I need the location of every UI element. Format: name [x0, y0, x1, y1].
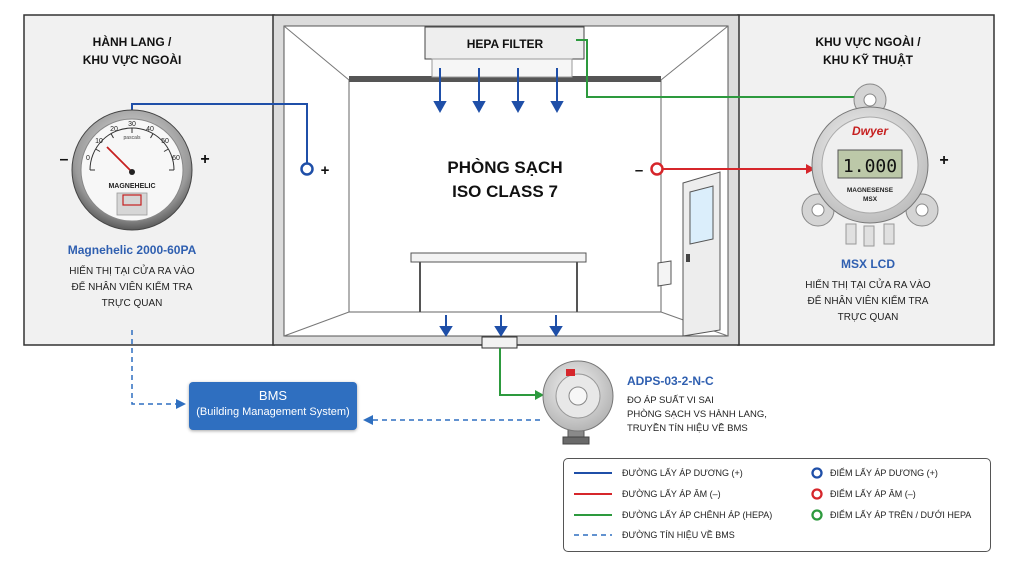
airflow-arrows-bottom	[439, 315, 563, 337]
magnehelic-desc-2: ĐỂ NHÂN VIÊN KIỂM TRA	[72, 280, 193, 293]
magnehelic-desc-3: TRỰC QUAN	[102, 298, 163, 309]
svg-text:Dwyer: Dwyer	[852, 124, 889, 138]
msx-name: MSX LCD	[841, 257, 895, 271]
svg-text:40: 40	[146, 126, 154, 133]
perspective-line	[283, 311, 350, 337]
bms-subtitle: (Building Management System)	[196, 406, 350, 418]
door-icon	[657, 171, 721, 337]
ceiling-bar	[349, 76, 661, 82]
svg-text:20: 20	[110, 126, 118, 133]
right-area-title-2: KHU KỸ THUẬT	[823, 52, 914, 67]
legend-label-hepa-point: ĐIỂM LẤY ÁP TRÊN / DƯỚI HEPA	[830, 510, 972, 520]
hepa-pressure-line	[576, 39, 864, 98]
legend-label-hepa-line: ĐƯỜNG LẤY ÁP CHÊNH ÁP (HEPA)	[622, 510, 773, 520]
bms-box: BMS (Building Management System)	[189, 382, 357, 430]
clean-room-back-wall	[348, 79, 662, 313]
negative-line-arrow	[806, 164, 815, 174]
legend-point-negative	[811, 488, 823, 500]
svg-text:30: 30	[128, 121, 136, 128]
magnehelic-desc-1: HIỂN THỊ TẠI CỬA RA VÀO	[69, 264, 195, 277]
adps-desc-3: TRUYỀN TÍN HIỆU VỀ BMS	[627, 423, 748, 434]
legend-label-positive-point: ĐIỂM LẤY ÁP DƯƠNG (+)	[830, 468, 938, 478]
adps-device	[542, 360, 614, 445]
legend-label-negative-line: ĐƯỜNG LẤY ÁP ÂM (–)	[622, 489, 721, 499]
msx-desc-3: TRỰC QUAN	[838, 312, 899, 323]
bms-signal-line-left	[131, 330, 178, 405]
svg-text:10: 10	[95, 138, 103, 145]
legend: ĐƯỜNG LẤY ÁP DƯƠNG (+) ĐƯỜNG LẤY ÁP ÂM (…	[563, 458, 991, 552]
svg-text:50: 50	[161, 138, 169, 145]
bms-signal-arrow-right	[363, 415, 373, 425]
msx-device: Dwyer 1.000 MAGNESENSE MSX	[801, 83, 939, 247]
left-area-title-2: KHU VỰC NGOÀI	[83, 52, 182, 67]
adps-desc-2: PHÒNG SẠCH VS HÀNH LANG,	[627, 409, 767, 420]
legend-label-negative-point: ĐIỂM LẤY ÁP ÂM (–)	[830, 489, 916, 499]
adps-pressure-line	[499, 348, 540, 396]
perspective-line	[660, 25, 729, 81]
svg-text:1.000: 1.000	[843, 156, 897, 177]
magnehelic-plus: +	[200, 151, 209, 168]
msx-plus: +	[939, 152, 948, 169]
svg-text:MAGNEHELIC: MAGNEHELIC	[108, 183, 155, 190]
left-area-title-1: HÀNH LANG /	[93, 34, 172, 49]
svg-text:MSX: MSX	[863, 196, 878, 203]
room-title: PHÒNG SẠCH	[447, 158, 562, 177]
airflow-arrows-top	[433, 68, 564, 114]
svg-text:0: 0	[86, 155, 90, 162]
hepa-filter-label: HEPA FILTER	[467, 37, 544, 51]
adps-desc-1: ĐO ÁP SUẤT VI SAI	[627, 395, 714, 406]
legend-label-bms-line: ĐƯỜNG TÍN HIỆU VỀ BMS	[622, 530, 735, 540]
legend-label-positive-line: ĐƯỜNG LẤY ÁP DƯƠNG (+)	[622, 468, 743, 478]
positive-pressure-point	[300, 162, 314, 176]
bms-signal-arrow-left	[176, 399, 186, 409]
legend-symbols	[574, 467, 823, 536]
right-area-title-1: KHU VỰC NGOÀI /	[815, 34, 921, 49]
adps-name: ADPS-03-2-N-C	[627, 374, 714, 388]
svg-text:60: 60	[172, 155, 180, 162]
svg-text:pascals: pascals	[124, 135, 141, 141]
legend-point-hepa	[811, 509, 823, 521]
legend-point-positive	[811, 467, 823, 479]
room-class: ISO CLASS 7	[452, 182, 558, 201]
msx-desc-2: ĐỂ NHÂN VIÊN KIỂM TRA	[808, 294, 929, 307]
magnehelic-gauge: 0 10 20 30 40 50 60 pascals MAGNEHELIC	[71, 109, 193, 231]
negative-point-minus: –	[635, 162, 643, 179]
negative-pressure-point	[650, 162, 664, 176]
bms-title: BMS	[258, 388, 288, 403]
return-grille	[481, 336, 518, 349]
svg-text:MAGNESENSE: MAGNESENSE	[847, 187, 894, 194]
adps-line-arrow	[535, 390, 544, 400]
perspective-line	[283, 25, 350, 81]
magnehelic-minus: –	[60, 151, 69, 168]
hepa-diffuser	[431, 58, 573, 78]
table-icon	[410, 252, 587, 312]
magnehelic-name: Magnehelic 2000-60PA	[68, 243, 197, 257]
msx-desc-1: HIỂN THỊ TẠI CỬA RA VÀO	[805, 278, 931, 291]
positive-point-plus: +	[321, 162, 330, 179]
